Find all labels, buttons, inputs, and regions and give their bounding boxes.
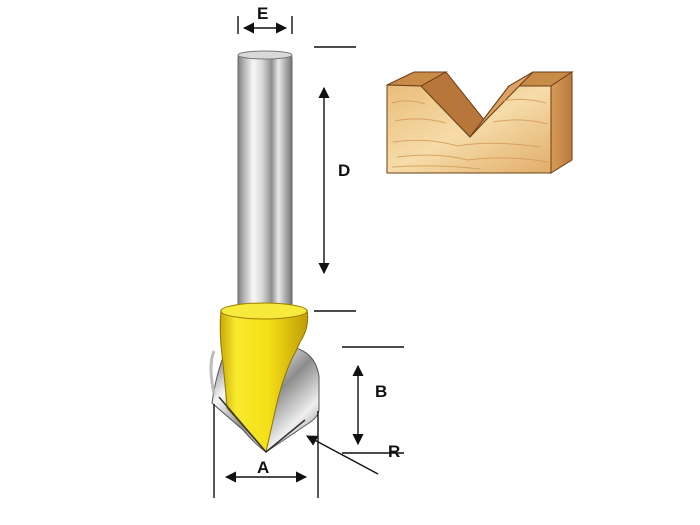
- v-groove-router-bit-icon: [209, 50, 320, 454]
- bit-shank: [237, 53, 293, 313]
- dimension-r-leader-line: [306, 435, 379, 475]
- wood-grain: [391, 98, 549, 170]
- dimension-label-a: A: [257, 458, 269, 477]
- wood-v-groove-right: [469, 71, 534, 138]
- v-groove-wood-block-icon: [386, 71, 574, 174]
- bit-yellow-body: [219, 309, 309, 454]
- bit-yellow-top: [220, 302, 308, 320]
- dimension-label-d: D: [338, 161, 350, 180]
- dimension-label-e: E: [257, 4, 268, 23]
- wood-side: [550, 71, 573, 174]
- dimension-lines: [213, 16, 404, 498]
- wood-workpiece: [386, 71, 574, 174]
- bit-cutting-edge: [218, 396, 306, 454]
- dimension-label-r: R: [388, 442, 400, 461]
- bit-side-highlight: [209, 350, 216, 395]
- router-bit: [209, 50, 320, 454]
- dimension-label-b: B: [375, 382, 387, 401]
- shank-top: [237, 50, 293, 60]
